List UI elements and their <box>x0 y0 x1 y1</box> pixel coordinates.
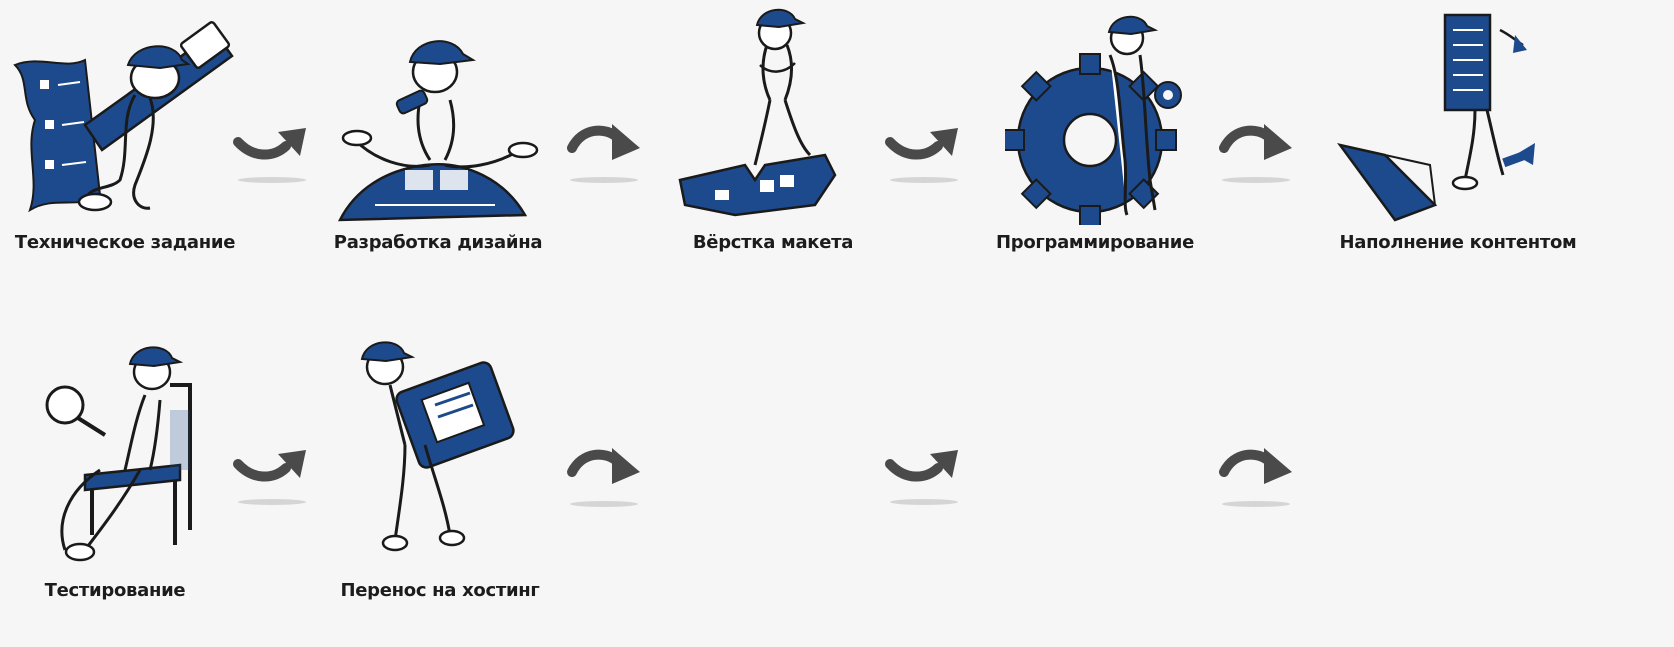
curved-arrow-icon <box>1212 432 1302 512</box>
curved-arrow-icon <box>560 108 650 188</box>
spec-scroll-telescope-icon <box>10 10 250 230</box>
curved-arrow-icon <box>880 110 970 190</box>
step-label-design: Разработка дизайна <box>288 232 588 253</box>
hosting-server-carry-icon <box>350 335 550 560</box>
curved-arrow-icon <box>880 432 970 512</box>
curved-arrow-icon <box>228 432 318 512</box>
curved-arrow-icon <box>1212 108 1302 188</box>
curved-arrow-icon <box>560 432 650 512</box>
content-boxes-icon <box>1335 5 1575 230</box>
step-label-hosting: Перенос на хостинг <box>290 580 590 601</box>
design-sitting-figure-icon <box>335 20 545 230</box>
programming-gear-icon <box>1005 10 1205 225</box>
layout-puzzle-icon <box>675 5 865 220</box>
step-label-testing: Тестирование <box>0 580 265 601</box>
testing-magnifier-icon <box>30 340 230 565</box>
step-label-content: Наполнение контентом <box>1308 232 1608 253</box>
step-label-programming: Программирование <box>945 232 1245 253</box>
step-label-layout: Вёрстка макета <box>623 232 923 253</box>
step-label-spec: Техническое задание <box>0 232 275 253</box>
curved-arrow-icon <box>228 110 318 190</box>
